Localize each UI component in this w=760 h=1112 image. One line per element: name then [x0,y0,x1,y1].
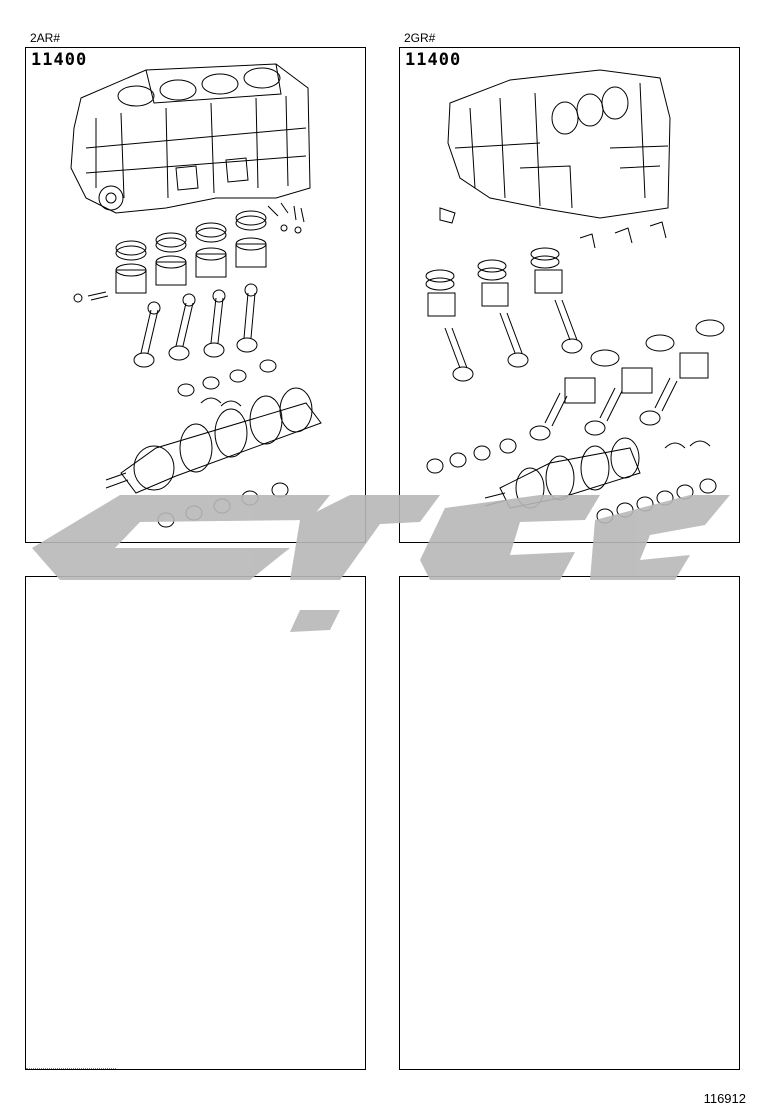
crankshaft-icon [484,437,641,509]
diagram-panel-2gr[interactable]: 11400 [399,47,740,543]
engine-code-label-2ar: 2AR# [30,31,61,45]
engine-code-label-2gr: 2GR# [404,31,436,45]
pistons-icon [115,237,267,294]
short-block-exploded-view-2gr [425,69,725,524]
connecting-rods-icon [133,283,258,368]
rod-bearings-icon [177,359,277,397]
part-number-2ar[interactable]: 11400 [31,50,88,70]
connecting-rods-icon [444,299,678,441]
pistons-icon [425,247,563,317]
main-bearings-icon [596,478,717,524]
page-number: 116912 [703,1091,746,1106]
dotted-rule [26,1068,116,1069]
main-bearings-icon [157,482,289,528]
empty-panel-bottom-left[interactable] [25,576,366,1070]
diagram-panel-2ar[interactable]: 11400 [25,47,366,543]
cylinder-block-icon [447,69,671,219]
crankshaft-icon [105,387,322,494]
part-number-2gr[interactable]: 11400 [405,50,462,70]
piston-rings-icon [115,210,267,261]
pistons-right-bank-icon [564,319,725,404]
cylinder-block-icon [70,63,311,214]
short-block-exploded-view-2ar [70,63,322,528]
rod-bearings-icon [426,438,517,474]
empty-panel-bottom-right[interactable] [399,576,740,1070]
